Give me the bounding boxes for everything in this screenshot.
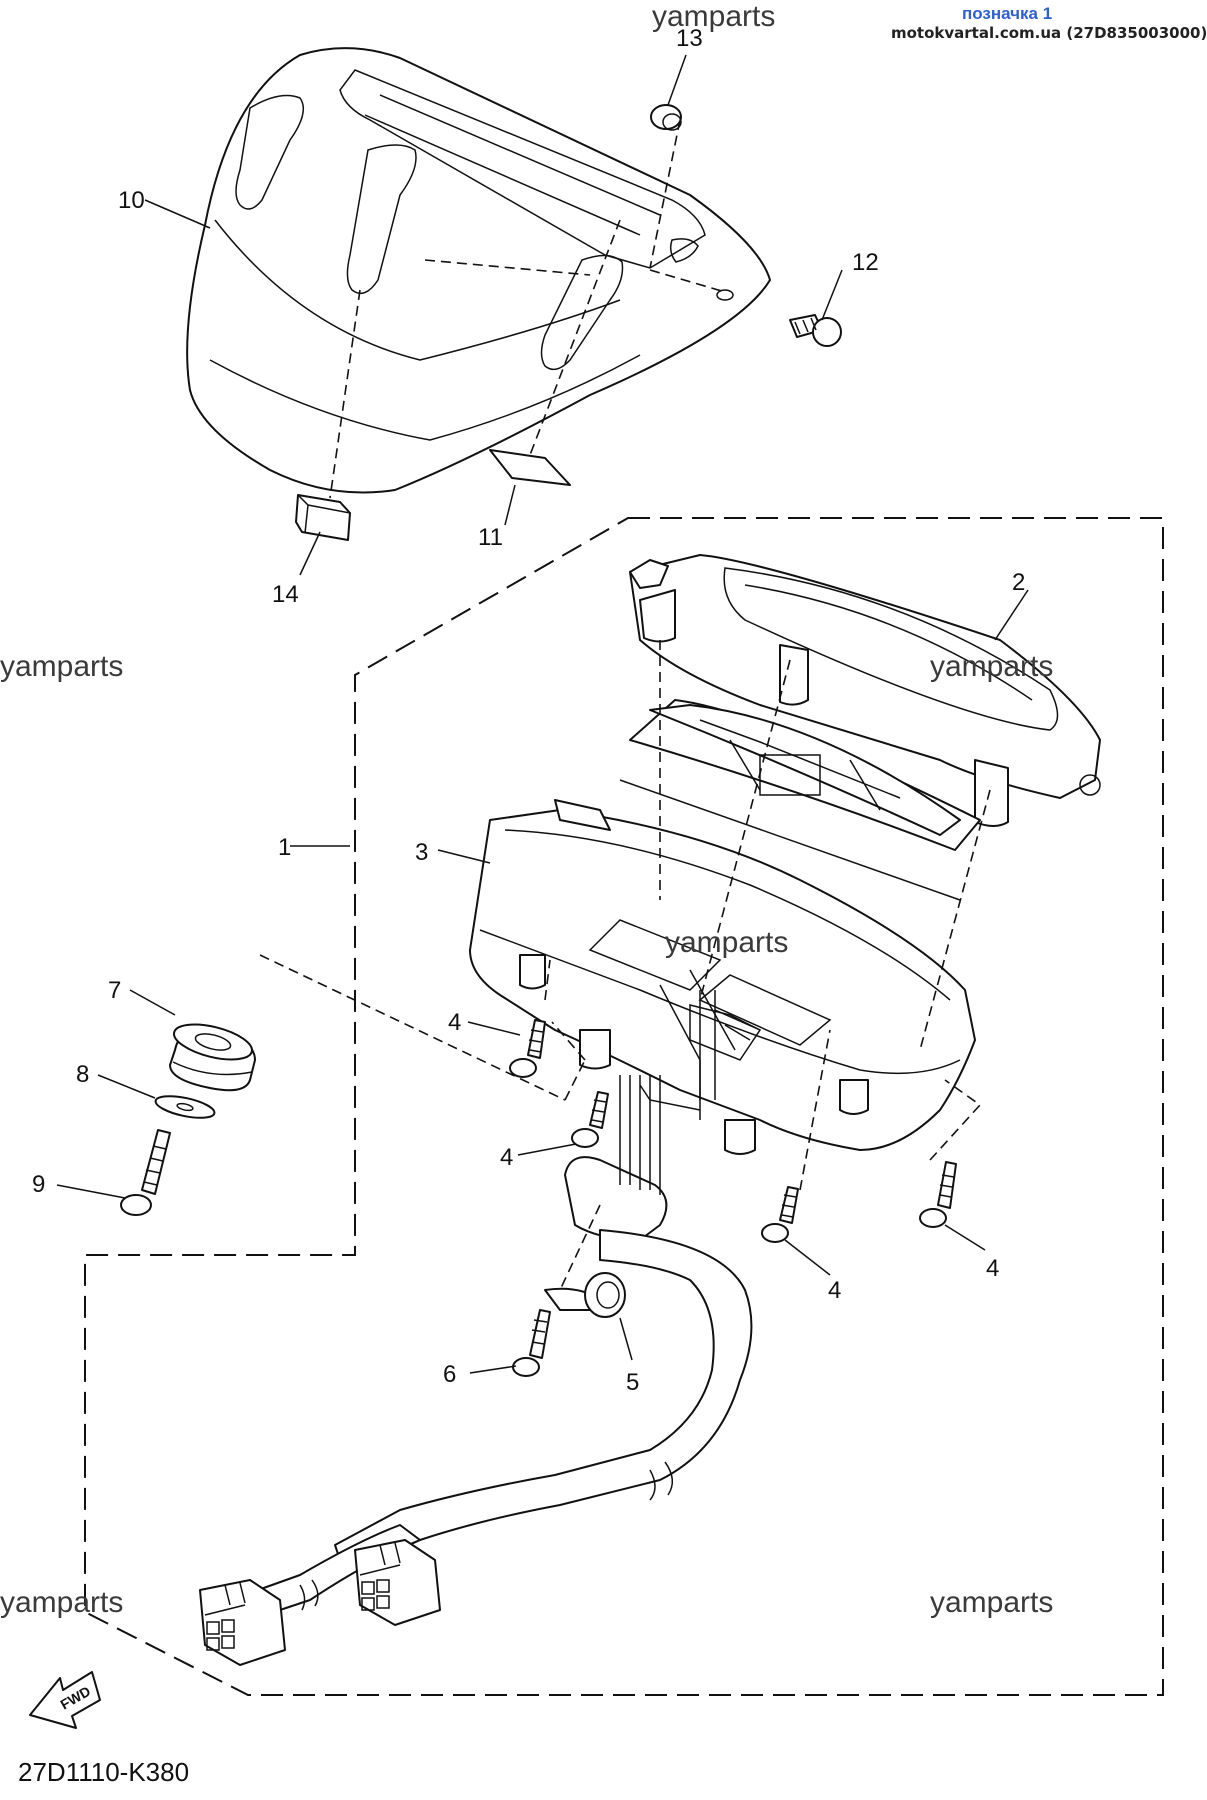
callout-10: 10 bbox=[118, 187, 145, 214]
callout-1: 1 bbox=[278, 834, 291, 861]
leader-lines bbox=[56, 54, 1029, 1374]
guide-line-posts bbox=[659, 640, 991, 1051]
callout-3: 3 bbox=[415, 839, 428, 866]
meter-case-top-2 bbox=[629, 554, 1101, 827]
screw-6 bbox=[512, 1309, 551, 1377]
grommet-13 bbox=[650, 104, 682, 131]
diagram-code: 27D1110-K380 bbox=[18, 1757, 190, 1787]
screw-4-d bbox=[919, 1161, 957, 1228]
screw-12 bbox=[789, 314, 842, 347]
screw-4-c bbox=[761, 1186, 799, 1243]
watermark-top: yamparts bbox=[652, 0, 775, 33]
screw-4-a bbox=[509, 1019, 546, 1078]
screw-9 bbox=[120, 1129, 171, 1216]
circuit-boards bbox=[619, 699, 981, 901]
guide-line-screws bbox=[544, 959, 982, 1191]
damper-pad-11 bbox=[489, 219, 621, 486]
guide-line-7 bbox=[259, 954, 586, 1101]
callout-14: 14 bbox=[272, 581, 299, 608]
callout-4-c: 4 bbox=[828, 1277, 841, 1304]
callout-9: 9 bbox=[32, 1171, 45, 1198]
watermark-right: yamparts bbox=[930, 650, 1053, 683]
meter-cover bbox=[186, 47, 771, 494]
callout-8: 8 bbox=[76, 1061, 89, 1088]
watermark-left: yamparts bbox=[0, 650, 123, 683]
grommet-7 bbox=[169, 1023, 256, 1092]
callout-4-b: 4 bbox=[500, 1144, 513, 1171]
header-title: позначка 1 bbox=[962, 4, 1053, 23]
collar-8 bbox=[154, 1095, 216, 1119]
callout-7: 7 bbox=[108, 977, 121, 1004]
watermark-center: yamparts bbox=[665, 926, 788, 959]
callout-13: 13 bbox=[676, 25, 703, 52]
clamp-5 bbox=[544, 1204, 626, 1318]
callout-12: 12 bbox=[852, 249, 879, 276]
connector-a bbox=[354, 1539, 441, 1626]
watermark-bottom-right: yamparts bbox=[930, 1586, 1053, 1619]
callout-6: 6 bbox=[443, 1361, 456, 1388]
screw-4-b bbox=[571, 1091, 609, 1148]
header-source: motokvartal.com.ua (27D835003000) bbox=[891, 24, 1207, 42]
meter-case-lower-3 bbox=[469, 799, 976, 1155]
callout-5: 5 bbox=[626, 1369, 639, 1396]
callout-4-a: 4 bbox=[448, 1009, 461, 1036]
fwd-arrow-icon: FWD bbox=[29, 1671, 101, 1729]
callout-4-d: 4 bbox=[986, 1255, 999, 1282]
callout-11: 11 bbox=[478, 524, 503, 551]
callout-2: 2 bbox=[1012, 569, 1025, 596]
watermark-bottom-left: yamparts bbox=[0, 1586, 123, 1619]
connector-b bbox=[199, 1579, 286, 1666]
damper-block-14 bbox=[295, 289, 361, 541]
assembly-boundary bbox=[84, 517, 1164, 1696]
